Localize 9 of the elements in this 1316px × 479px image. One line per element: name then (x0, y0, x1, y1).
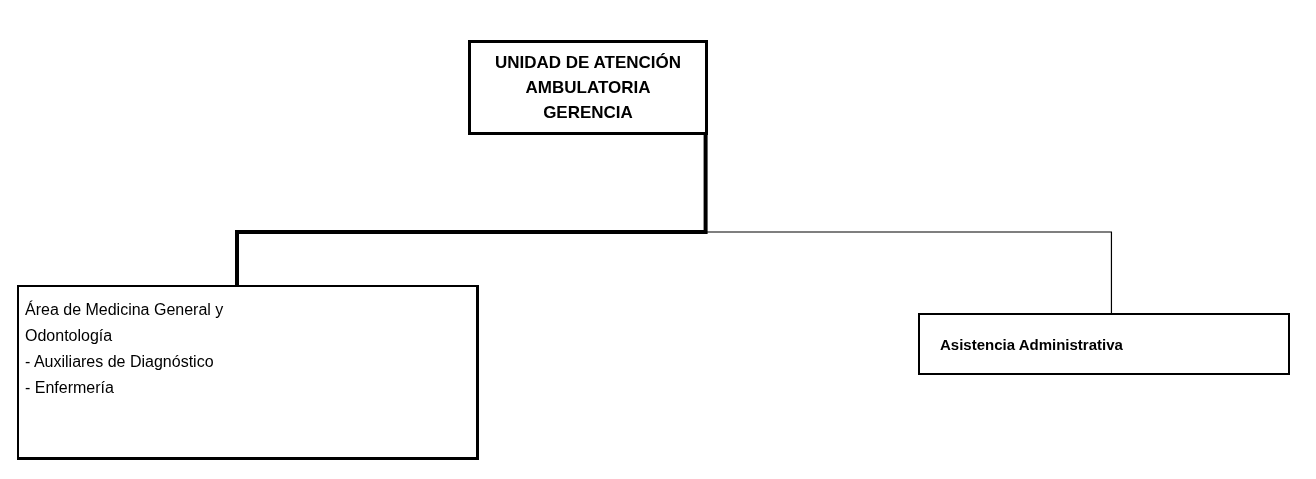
node-text: UNIDAD DE ATENCIÓN AMBULATORIA GERENCIA (493, 52, 683, 124)
unit-box (17, 285, 479, 460)
unit-box (918, 313, 1290, 375)
node-text: Área de Medicina General y Odontología (25, 299, 225, 346)
header-box (468, 40, 708, 135)
node-text: - Enfermería (25, 378, 115, 398)
connector-line (235, 135, 708, 285)
node-text: - Auxiliares de Diagnóstico (25, 352, 215, 372)
node-text: Asistencia Administrativa (940, 335, 1123, 353)
